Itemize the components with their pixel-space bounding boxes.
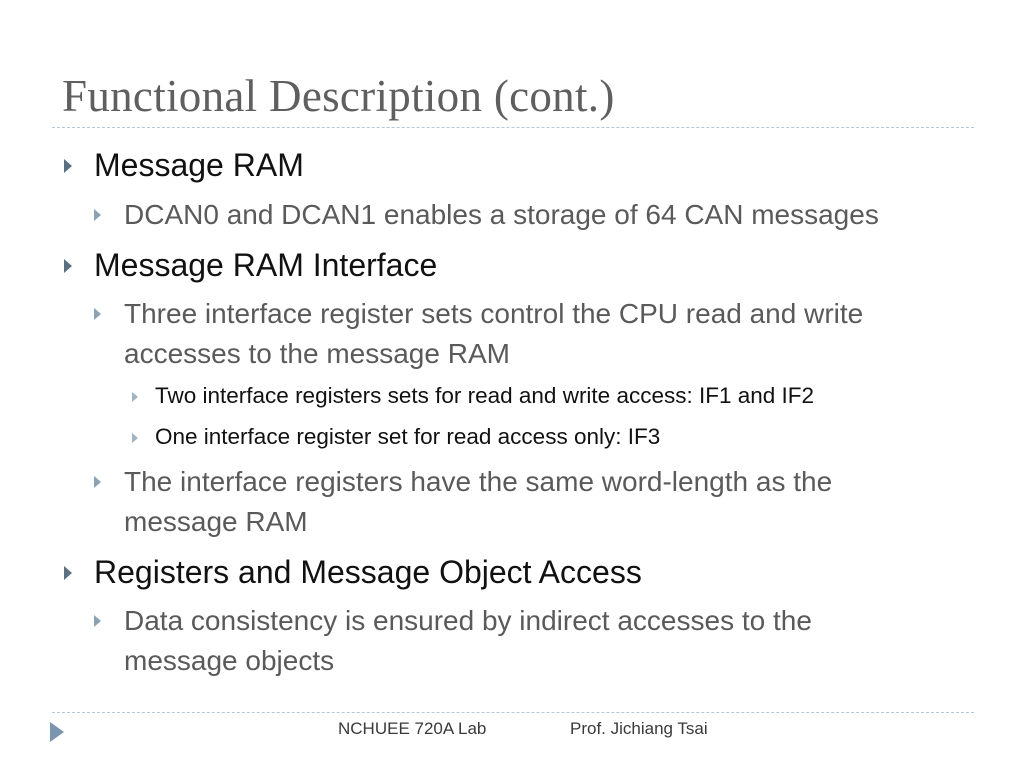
triangle-bullet-icon (64, 159, 72, 173)
bullet-text-line-1: Data consistency is ensured by indirect … (124, 605, 812, 636)
slide-title: Functional Description (cont.) (62, 71, 615, 121)
triangle-bullet-icon (132, 433, 138, 443)
triangle-bullet-icon (94, 476, 101, 488)
bullet-text: Two interface registers sets for read an… (155, 383, 815, 408)
triangle-bullet-icon (94, 209, 101, 221)
bullet-text: Registers and Message Object Access (94, 554, 642, 590)
bullet-text-line-2: message RAM (124, 506, 308, 537)
triangle-bullet-icon (94, 308, 101, 320)
title-divider (52, 127, 974, 128)
footer-professor: Prof. Jichiang Tsai (570, 719, 708, 738)
bullet-text: Message RAM Interface (94, 247, 438, 283)
triangle-bullet-icon (132, 392, 138, 402)
triangle-bullet-icon (94, 615, 101, 627)
triangle-bullet-icon (64, 259, 72, 273)
bullet-text: One interface register set for read acce… (155, 424, 661, 449)
bullet-text-line-1: Three interface register sets control th… (124, 298, 864, 329)
bullet-text: Message RAM (94, 147, 304, 183)
bullet-text: DCAN0 and DCAN1 enables a storage of 64 … (124, 199, 879, 230)
bullet-text-line-2: message objects (124, 645, 335, 676)
footer-lab: NCHUEE 720A Lab (338, 719, 487, 738)
bullet-list: Message RAM DCAN0 and DCAN1 enables a st… (64, 147, 879, 676)
bullet-text-line-1: The interface registers have the same wo… (124, 466, 833, 497)
triangle-bullet-icon (64, 566, 72, 580)
triangle-footer-icon (50, 722, 64, 742)
footer-divider (52, 712, 974, 713)
bullet-text-line-2: accesses to the message RAM (124, 338, 510, 369)
